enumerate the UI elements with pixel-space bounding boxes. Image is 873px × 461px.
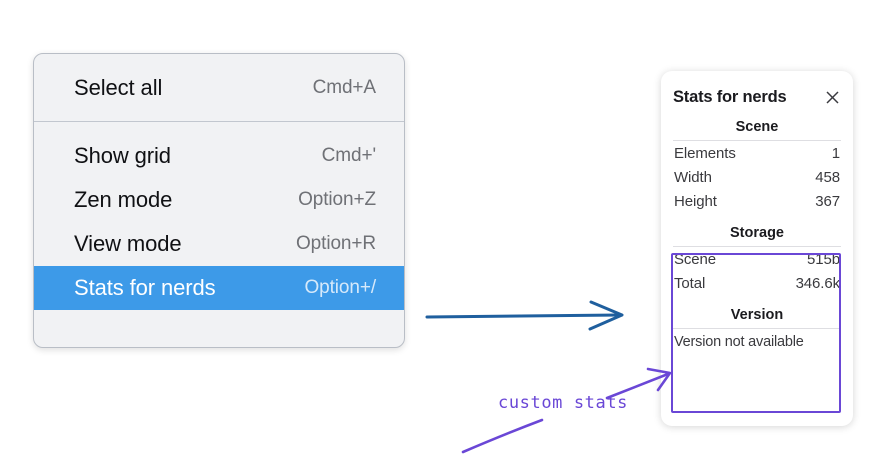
- blue-arrow-icon: [425, 300, 624, 331]
- handwritten-annotation-label: custom stats: [498, 393, 629, 413]
- stat-key: Total: [674, 275, 706, 292]
- stat-row-height: Height 367: [671, 189, 843, 213]
- menu-item-view-mode[interactable]: View mode Option+R: [34, 222, 404, 266]
- stat-value: 346.6k: [795, 275, 841, 292]
- menu-item-shortcut: Cmd+': [321, 145, 376, 166]
- version-note: Version not available: [674, 334, 804, 350]
- menu-item-label: Stats for nerds: [74, 275, 216, 300]
- menu-item-shortcut: Option+Z: [298, 189, 376, 210]
- stat-row-storage-scene: Scene 515b: [671, 247, 843, 271]
- menu-item-label: Zen mode: [74, 187, 173, 212]
- menu-item-zen-mode[interactable]: Zen mode Option+Z: [34, 178, 404, 222]
- menu-group-padding: [34, 122, 404, 134]
- stat-key: Elements: [674, 145, 736, 162]
- stat-key: Width: [674, 169, 712, 186]
- stat-value: 458: [815, 169, 840, 186]
- stats-for-nerds-panel: Stats for nerds Scene Elements 1 Width 4…: [661, 71, 853, 426]
- context-menu[interactable]: Select all Cmd+A Show grid Cmd+' Zen mod…: [33, 53, 405, 348]
- menu-separator: [34, 121, 404, 122]
- stat-row-storage-total: Total 346.6k: [671, 271, 843, 295]
- section-heading-version: Version: [730, 307, 784, 323]
- stat-value: 367: [815, 193, 840, 210]
- menu-item-label: View mode: [74, 231, 182, 256]
- stat-key: Height: [674, 193, 717, 210]
- menu-item-select-all[interactable]: Select all Cmd+A: [34, 66, 404, 110]
- panel-header: Stats for nerds: [671, 71, 843, 107]
- stat-value: 1: [831, 145, 840, 162]
- close-icon[interactable]: [824, 89, 841, 106]
- menu-item-shortcut: Option+/: [304, 277, 376, 298]
- section-heading-scene: Scene: [735, 119, 779, 135]
- section-divider: [673, 328, 841, 329]
- stat-value: 515b: [807, 251, 840, 268]
- purple-underline-stroke: [461, 418, 544, 454]
- panel-title: Stats for nerds: [673, 88, 787, 106]
- section-divider: [673, 246, 841, 247]
- menu-item-stats-for-nerds[interactable]: Stats for nerds Option+/: [34, 266, 404, 310]
- stat-row-elements: Elements 1: [671, 141, 843, 165]
- menu-item-shortcut: Cmd+A: [312, 77, 376, 98]
- stat-row-width: Width 458: [671, 165, 843, 189]
- menu-item-show-grid[interactable]: Show grid Cmd+': [34, 134, 404, 178]
- section-divider: [673, 140, 841, 141]
- menu-item-label: Select all: [74, 75, 163, 100]
- menu-item-label: Show grid: [74, 143, 171, 168]
- section-heading-storage: Storage: [730, 225, 784, 241]
- menu-item-shortcut: Option+R: [296, 233, 376, 254]
- menu-bottom-padding: [34, 310, 404, 324]
- stat-key: Scene: [674, 251, 717, 268]
- menu-top-padding: [34, 54, 404, 66]
